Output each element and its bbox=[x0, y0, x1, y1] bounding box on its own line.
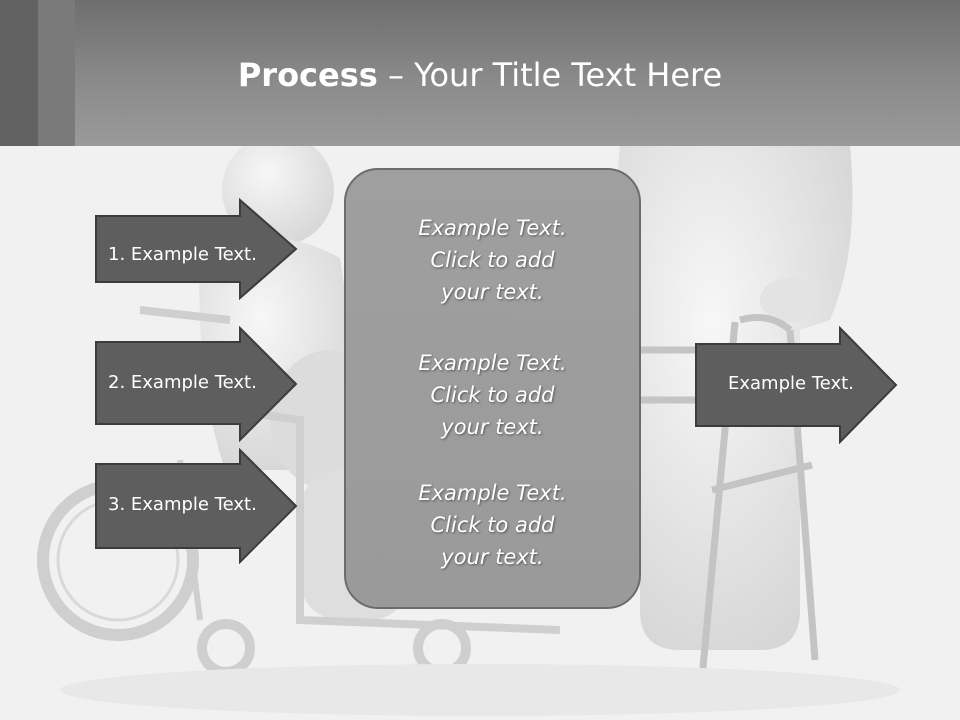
panel-block-2-line1: Example Text. bbox=[418, 351, 567, 375]
output-label: Example Text. bbox=[728, 373, 854, 394]
panel-block-1-line2: Click to add bbox=[430, 248, 555, 272]
panel-text-block-2[interactable]: Example Text. Click to add your text. bbox=[346, 347, 639, 443]
step-label-2: 2. Example Text. bbox=[108, 372, 257, 393]
step-arrow-2[interactable]: 2. Example Text. bbox=[94, 326, 300, 442]
slide-title-rest: – Your Title Text Here bbox=[377, 56, 723, 94]
panel-block-3-line1: Example Text. bbox=[418, 481, 567, 505]
arrow-right-icon bbox=[95, 326, 298, 442]
panel-block-3-line3: your text. bbox=[441, 545, 544, 569]
arrow-right-icon bbox=[95, 198, 298, 300]
output-arrow[interactable]: Example Text. bbox=[694, 326, 900, 444]
step-label-1: 1. Example Text. bbox=[108, 244, 257, 265]
panel-text-block-3[interactable]: Example Text. Click to add your text. bbox=[346, 477, 639, 573]
center-text-panel[interactable]: Example Text. Click to add your text. Ex… bbox=[344, 168, 641, 609]
step-arrow-1[interactable]: 1. Example Text. bbox=[94, 198, 300, 300]
panel-block-1-line3: your text. bbox=[441, 280, 544, 304]
slide-title-bold: Process bbox=[237, 56, 378, 94]
panel-block-2-line2: Click to add bbox=[430, 383, 555, 407]
slide-title[interactable]: Process – Your Title Text Here bbox=[0, 52, 960, 98]
panel-block-3-line2: Click to add bbox=[430, 513, 555, 537]
panel-block-1-line1: Example Text. bbox=[418, 216, 567, 240]
header-stripe-dark bbox=[0, 0, 38, 146]
slide-header: Process – Your Title Text Here bbox=[0, 0, 960, 146]
arrow-right-icon bbox=[95, 448, 298, 564]
panel-text-block-1[interactable]: Example Text. Click to add your text. bbox=[346, 212, 639, 308]
header-stripe-mid bbox=[38, 0, 75, 146]
arrow-right-icon bbox=[695, 326, 898, 444]
step-label-3: 3. Example Text. bbox=[108, 494, 257, 515]
panel-block-2-line3: your text. bbox=[441, 415, 544, 439]
step-arrow-3[interactable]: 3. Example Text. bbox=[94, 448, 300, 564]
